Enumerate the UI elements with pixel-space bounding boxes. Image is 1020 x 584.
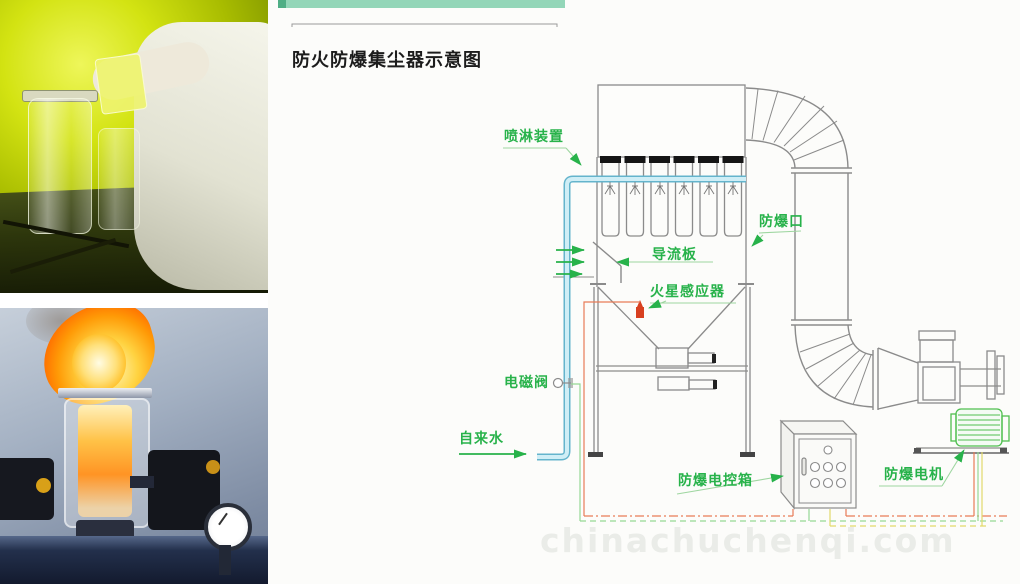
- baghouse: [553, 84, 754, 452]
- label-explosion-vent: 防爆口: [759, 214, 804, 230]
- lower-elbow-inner: [847, 324, 874, 356]
- bracket-plate-2: [996, 355, 1005, 395]
- photo-clamp-arm: [130, 476, 154, 488]
- fan-outlet-flange: [918, 330, 956, 341]
- water-pipe: [537, 175, 746, 461]
- motor-shaft-housing: [1001, 415, 1010, 442]
- bracket-plate: [986, 350, 996, 400]
- explosion-proof-motor-drawing: [950, 408, 1010, 447]
- motor-bracket: [960, 368, 1001, 387]
- label-tap-water: 自来水: [459, 431, 504, 447]
- leader-vent-underline: [758, 230, 802, 234]
- control-box-drawing: [779, 419, 858, 510]
- solenoid-valve-symbol: [552, 377, 573, 389]
- label-spark-sensor: 火星感应器: [650, 284, 725, 300]
- leader-controlbox-arrow: [676, 473, 784, 495]
- filter-bag: [723, 163, 743, 237]
- fan-outlet-box: [919, 339, 954, 363]
- frame-feet: [588, 452, 755, 457]
- photo-column-flange: [58, 388, 152, 398]
- label-leaders: [503, 147, 965, 495]
- upper-elbow-outer: [745, 87, 849, 169]
- discharge-box: [655, 347, 689, 369]
- wire-red: [583, 301, 640, 516]
- discharge-valve: [687, 352, 715, 364]
- photo-knob-right: [206, 460, 220, 474]
- leader-motor-arrow: [941, 449, 965, 487]
- leader-vent-arrow: [751, 234, 764, 247]
- label-solenoid-valve: 电磁阀: [504, 375, 549, 391]
- filter-bag: [650, 163, 669, 237]
- discharge-valve-lower: [688, 379, 716, 390]
- motor-fins: [958, 414, 1000, 441]
- photo-vessel-cap: [22, 90, 98, 102]
- photo-column-glow: [78, 405, 132, 517]
- watermark: chinachuchenqi.com: [540, 521, 956, 560]
- spark-sensor-symbol: [636, 300, 644, 318]
- control-box-buttons: [809, 445, 847, 489]
- photo-flame-test: [0, 308, 268, 584]
- duct-flange-mid: [791, 319, 852, 326]
- wiring: [571, 301, 1007, 527]
- label-spray-device: 喷淋装置: [504, 129, 564, 145]
- base-blocks: [914, 448, 1007, 453]
- hopper: [597, 286, 746, 350]
- discharge-box-lower: [657, 376, 690, 391]
- motor-endbell: [950, 413, 957, 442]
- upper-elbow-inner: [745, 139, 796, 169]
- photo-flame-core: [72, 334, 126, 392]
- spray-nozzles: [604, 182, 739, 195]
- outlet-duct: [745, 87, 919, 410]
- leader-spark-arrow: [648, 299, 667, 309]
- photo-knob-left: [36, 478, 51, 493]
- filter-bag: [625, 163, 645, 237]
- bag-caps: [600, 156, 744, 163]
- filter-bag: [699, 163, 718, 237]
- label-deflector: 导流板: [652, 247, 697, 263]
- frame-beam: [596, 365, 748, 372]
- upper-elbow-segments: [751, 88, 845, 161]
- filter-bag: [601, 163, 620, 237]
- page-title: 防火防爆集尘器示意图: [292, 50, 482, 71]
- lower-elbow-segments: [799, 333, 872, 406]
- header-rule: [291, 23, 558, 27]
- flow-arrows: [459, 245, 585, 459]
- header-accent-cap: [278, 0, 286, 8]
- leader-spray-arrow: [565, 147, 582, 166]
- discharge-caps: [712, 354, 717, 389]
- control-box-door: [798, 438, 852, 504]
- wire-red: [792, 509, 847, 516]
- photo-glass-vessel: [28, 98, 92, 234]
- photo-glass-vessel-small: [98, 128, 140, 230]
- control-box-handle: [801, 457, 807, 476]
- label-motor: 防爆电机: [884, 467, 944, 483]
- fan-scroll-inner: [922, 366, 956, 401]
- label-control-box: 防爆电控箱: [678, 473, 753, 489]
- photo-gauge-stand: [219, 545, 231, 575]
- lower-elbow-outer: [794, 324, 874, 408]
- header-accent-bar: [278, 0, 565, 8]
- plenum-box: [597, 84, 746, 158]
- duct-transition: [877, 347, 919, 410]
- wire-green: [808, 452, 979, 521]
- duct-vertical: [794, 173, 849, 320]
- duct-flange-end: [872, 348, 879, 410]
- fan-scroll-outer: [917, 361, 961, 404]
- filter-bag: [674, 163, 694, 237]
- frame-legs: [593, 287, 751, 452]
- duct-flange-top: [791, 167, 852, 174]
- wire-green: [571, 383, 581, 521]
- photo-lab-operator: [0, 0, 268, 293]
